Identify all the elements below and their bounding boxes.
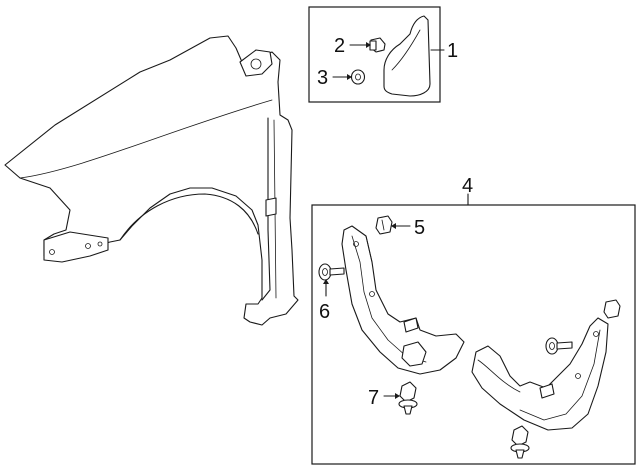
screw-icon bbox=[318, 263, 345, 281]
callout-6: 6 bbox=[319, 301, 330, 323]
washer-icon bbox=[350, 69, 366, 85]
splash-guard-icon bbox=[383, 15, 431, 97]
arrowhead-2 bbox=[366, 42, 371, 48]
nut-clip-icon-2 bbox=[603, 299, 621, 319]
arrowhead-3 bbox=[347, 74, 352, 80]
screw-icon-2 bbox=[545, 337, 573, 355]
front-mud-guard bbox=[341, 225, 465, 375]
arrowhead-6 bbox=[323, 279, 329, 284]
rear-mud-guard bbox=[471, 317, 609, 431]
arrowhead-5 bbox=[391, 223, 396, 229]
inset-box-bottom bbox=[311, 204, 636, 465]
callout-2: 2 bbox=[334, 35, 345, 57]
clip-icon bbox=[369, 37, 386, 53]
arrowhead-7 bbox=[395, 393, 400, 399]
nut-clip-icon bbox=[375, 215, 393, 235]
callout-1: 1 bbox=[447, 40, 458, 62]
callout-5: 5 bbox=[414, 217, 425, 239]
fender-panel bbox=[4, 35, 299, 326]
inset-box-top bbox=[308, 6, 441, 103]
callout-7: 7 bbox=[368, 387, 379, 409]
callout-3: 3 bbox=[317, 67, 328, 89]
push-rivet-icon bbox=[398, 381, 418, 415]
push-rivet-icon-2 bbox=[510, 425, 530, 459]
callout-4: 4 bbox=[462, 175, 473, 197]
